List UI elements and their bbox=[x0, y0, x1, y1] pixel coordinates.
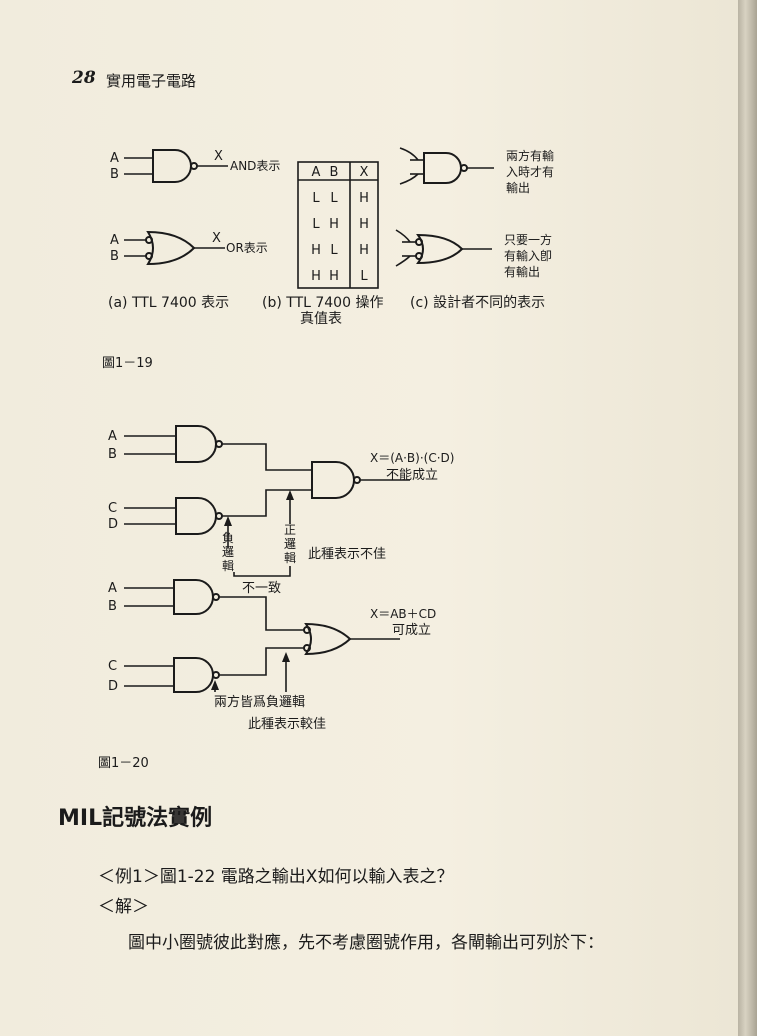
fig20-bottom-expr: X＝AB＋CD bbox=[370, 607, 436, 621]
truth-table-cell: L bbox=[312, 191, 320, 206]
neg-logic-1: 負 bbox=[222, 531, 234, 545]
note-both-3: 輸出 bbox=[506, 180, 530, 195]
body-paragraph: 圖中小圈號彼此對應，先不考慮圈號作用，各閘輸出可列於下： bbox=[128, 933, 604, 953]
note-both-1: 兩方有輸 bbox=[506, 148, 554, 163]
truth-table-header: X bbox=[360, 165, 369, 180]
fig20-top-expr: X＝(A·B)·(C·D) bbox=[370, 451, 454, 465]
fig20-top-note: 不能成立 bbox=[386, 468, 438, 483]
bad-note: 此種表示不佳 bbox=[308, 546, 386, 562]
designer-and-symbol: 兩方有輸 入時才有 輸出 bbox=[399, 147, 554, 195]
truth-table-cell: H bbox=[329, 269, 339, 284]
fig19b-caption-2: 真值表 bbox=[300, 311, 342, 327]
pos-logic-1: 正 bbox=[284, 523, 296, 537]
truth-table-header: B bbox=[330, 165, 339, 180]
truth-table-header: A bbox=[312, 165, 321, 180]
page-number: 28 bbox=[72, 68, 96, 88]
truth-table-cell: H bbox=[329, 217, 339, 232]
fig19a2-output-x: X bbox=[212, 231, 221, 246]
fig20b-c: C bbox=[108, 659, 117, 674]
both-neg-note: 兩方皆爲負邏輯 bbox=[214, 694, 305, 710]
fig19b-caption-1: (b) TTL 7400 操作 bbox=[262, 295, 384, 311]
fig20b-b: B bbox=[108, 599, 117, 614]
fig19a-caption: (a) TTL 7400 表示 bbox=[108, 295, 230, 311]
good-note: 此種表示較佳 bbox=[248, 716, 326, 732]
truth-table-cell: L bbox=[330, 243, 338, 258]
fig20-caption: 圖1－20 bbox=[98, 756, 149, 771]
book-title: 實用電子電路 bbox=[106, 72, 197, 90]
designer-or-symbol: 只要一方 有輸入卽 有輸出 bbox=[395, 229, 552, 279]
book-spine bbox=[738, 0, 757, 1036]
fig20t-c: C bbox=[108, 501, 117, 516]
nand-and-symbol: A B X AND表示 bbox=[110, 149, 280, 183]
fig20t-b: B bbox=[108, 447, 117, 462]
fig20-bottom-note: 可成立 bbox=[392, 623, 431, 638]
book-page bbox=[0, 0, 740, 1036]
fig20-good-circuit: A B C D X＝AB＋CD 可成立 兩方皆爲負邏輯 此種表示較佳 bbox=[108, 579, 436, 732]
fig19a2-input-a: A bbox=[110, 233, 119, 248]
example-question: ＜例1＞圖1-22 電路之輸出X如何以輸入表之？ bbox=[98, 867, 454, 887]
truth-table-cell: H bbox=[311, 269, 321, 284]
fig19c-caption: (c) 設計者不同的表示 bbox=[410, 295, 546, 311]
truth-table-cell: H bbox=[311, 243, 321, 258]
note-either-3: 有輸出 bbox=[504, 264, 540, 279]
note-both-2: 入時才有 bbox=[506, 165, 554, 179]
pos-logic-3: 輯 bbox=[284, 551, 296, 565]
fig19-caption: 圖1－19 bbox=[102, 356, 153, 371]
fig20t-d: D bbox=[108, 517, 118, 532]
truth-table-cell: H bbox=[359, 217, 369, 232]
truth-table-cell: L bbox=[330, 191, 338, 206]
neg-logic-2: 邏 bbox=[222, 545, 234, 559]
section-title: MIL記號法實例 bbox=[58, 806, 213, 831]
pos-logic-2: 邏 bbox=[284, 537, 296, 551]
truth-table-cell: H bbox=[359, 191, 369, 206]
fig20t-a: A bbox=[108, 429, 117, 444]
fig20b-a: A bbox=[108, 581, 117, 596]
truth-table-cell: H bbox=[359, 243, 369, 258]
fig19a2-input-b: B bbox=[110, 249, 119, 264]
fig20b-d: D bbox=[108, 679, 118, 694]
solution-label: ＜解＞ bbox=[98, 897, 149, 917]
fig19a-output-x: X bbox=[214, 149, 223, 164]
truth-table-cell: L bbox=[312, 217, 320, 232]
note-either-1: 只要一方 bbox=[504, 232, 552, 247]
fig20-bad-circuit: A B C D X＝(A·B)·(C·D) 不能成立 負 邏 輯 正 邏 輯 不… bbox=[108, 425, 454, 596]
truth-table-cell: L bbox=[360, 269, 368, 284]
fig19a-input-b: B bbox=[110, 167, 119, 182]
neg-logic-3: 輯 bbox=[222, 559, 234, 573]
fig19a-input-a: A bbox=[110, 151, 119, 166]
note-either-2: 有輸入卽 bbox=[504, 248, 552, 263]
nand-or-symbol: A B X OR表示 bbox=[110, 230, 268, 266]
mismatch-note: 不一致 bbox=[242, 581, 281, 596]
or-note: OR表示 bbox=[226, 241, 268, 255]
and-note: AND表示 bbox=[230, 159, 280, 173]
